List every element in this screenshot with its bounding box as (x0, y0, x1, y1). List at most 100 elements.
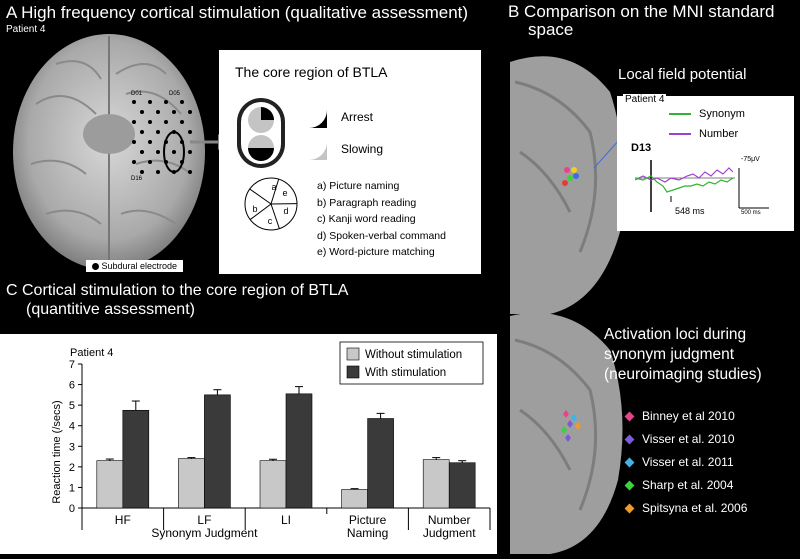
synonym-legend-label: Synonym (699, 108, 745, 120)
bar (368, 419, 394, 508)
diamond-marker-icon (625, 458, 635, 468)
electrode-dot (132, 160, 136, 164)
task-item: c) Kanji word reading (317, 211, 446, 228)
legend-label: With stimulation (365, 367, 446, 379)
activation-title: Activation loci during synonym judgment … (604, 325, 762, 385)
electrode-dot (188, 110, 192, 114)
electrode-dot (180, 120, 184, 124)
diamond-marker-icon (625, 435, 635, 445)
pie-letter-b: b (252, 204, 257, 214)
arrest-swatch-icon (307, 108, 331, 132)
electrode-dot (188, 170, 192, 174)
bar (260, 461, 286, 508)
electrode-label-d01: D01 (131, 91, 143, 97)
study-legend-item: Binney et al 2010 (626, 409, 747, 432)
y-tick-label: 2 (69, 462, 75, 474)
core-region-legend: The core region of BTLA Arrest Slowing a… (219, 50, 481, 274)
y-tick-label: 1 (69, 482, 75, 494)
lfp-patient-label: Patient 4 (623, 94, 666, 105)
task-item: b) Paragraph reading (317, 195, 446, 212)
bar (449, 463, 475, 508)
electrode-dot (132, 140, 136, 144)
electrode-dot (148, 140, 152, 144)
lfp-latency-label: 548 ms (675, 206, 705, 216)
x-category-label: Number (428, 513, 471, 527)
x-category-label: LF (197, 513, 211, 527)
study-legend-item: Sharp et al. 2004 (626, 478, 747, 501)
x-category-label: Naming (347, 526, 388, 540)
electrode-pair-icon (227, 92, 297, 172)
bar (286, 394, 312, 508)
bar (204, 395, 230, 508)
panel-c-title: C Cortical stimulation to the core regio… (6, 281, 348, 319)
brain-image-b-top (510, 52, 630, 322)
electrode-dot (140, 130, 144, 134)
task-item: a) Picture naming (317, 178, 446, 195)
electrode-dot (156, 130, 160, 134)
y-tick-label: 4 (69, 421, 75, 433)
brain-image-a: D01 D05 D16 Subdural electrode Patient 4 (6, 24, 212, 274)
electrode-dot (140, 150, 144, 154)
panel-a-title: A High frequency cortical stimulation (q… (6, 3, 468, 23)
legend-label: Without stimulation (365, 349, 462, 361)
electrode-dot (132, 120, 136, 124)
lfp-panel: Patient 4 D13 Synonym Number 548 ms -75μ… (617, 96, 794, 231)
bar (423, 460, 449, 508)
study-legend-item: Visser et al. 2011 (626, 455, 747, 478)
electrode-dot-icon (92, 263, 99, 270)
lfp-scale-t: 500 ms (741, 210, 761, 216)
lfp-electrode-label: D13 (631, 142, 651, 154)
lfp-scale-bar (735, 164, 775, 214)
electrode-legend: Subdural electrode (86, 260, 183, 272)
electrode-dot (148, 160, 152, 164)
pie-letter-a: a (271, 182, 276, 192)
diamond-marker-icon (625, 481, 635, 491)
study-legend-item: Spitsyna et al. 2006 (626, 501, 747, 524)
pie-letter-d: d (283, 206, 288, 216)
task-list: a) Picture naming b) Paragraph reading c… (317, 178, 446, 261)
slowing-label: Slowing (341, 142, 383, 156)
x-category-label: LI (281, 513, 291, 527)
pie-letter-c: c (268, 216, 273, 226)
x-category-label: HF (115, 513, 131, 527)
x-category-label: Picture (349, 513, 387, 527)
arrest-label: Arrest (341, 110, 373, 124)
number-legend-label: Number (699, 128, 738, 140)
bar-chart-svg: Patient 4 Reaction time (/secs) 01234567… (0, 334, 497, 554)
electrode-dot (156, 110, 160, 114)
slowing-swatch-icon (307, 140, 331, 164)
pie-letter-e: e (282, 188, 287, 198)
y-tick-label: 7 (69, 359, 75, 371)
electrode-dot (148, 120, 152, 124)
electrode-dot (180, 100, 184, 104)
y-tick-label: 6 (69, 380, 75, 392)
electrode-dot (172, 150, 176, 154)
electrode-dot (156, 170, 160, 174)
electrode-dot (172, 110, 176, 114)
legend-swatch (347, 366, 359, 378)
y-axis-label: Reaction time (/secs) (51, 400, 63, 503)
study-legend-item: Visser et al. 2010 (626, 432, 747, 455)
y-tick-label: 5 (69, 400, 75, 412)
electrode-label-d05: D05 (169, 91, 181, 97)
electrode-dot (148, 100, 152, 104)
diamond-marker-icon (625, 412, 635, 422)
lfp-title: Local field potential (618, 66, 746, 83)
task-item: e) Word-picture matching (317, 244, 446, 261)
electrode-dot (164, 120, 168, 124)
task-pie-icon: a b c d e (241, 174, 301, 234)
bar (342, 489, 368, 508)
group-label: Synonym Judgment (151, 526, 258, 540)
legend-swatch (347, 348, 359, 360)
bar (97, 461, 123, 508)
task-item: d) Spoken-verbal command (317, 228, 446, 245)
core-region-title: The core region of BTLA (235, 64, 388, 80)
y-tick-label: 0 (69, 503, 75, 515)
bar (178, 459, 204, 508)
lfp-scale-v: -75μV (741, 156, 760, 163)
patient-label-a: Patient 4 (6, 24, 45, 35)
electrode-dot (140, 110, 144, 114)
y-tick-label: 3 (69, 441, 75, 453)
